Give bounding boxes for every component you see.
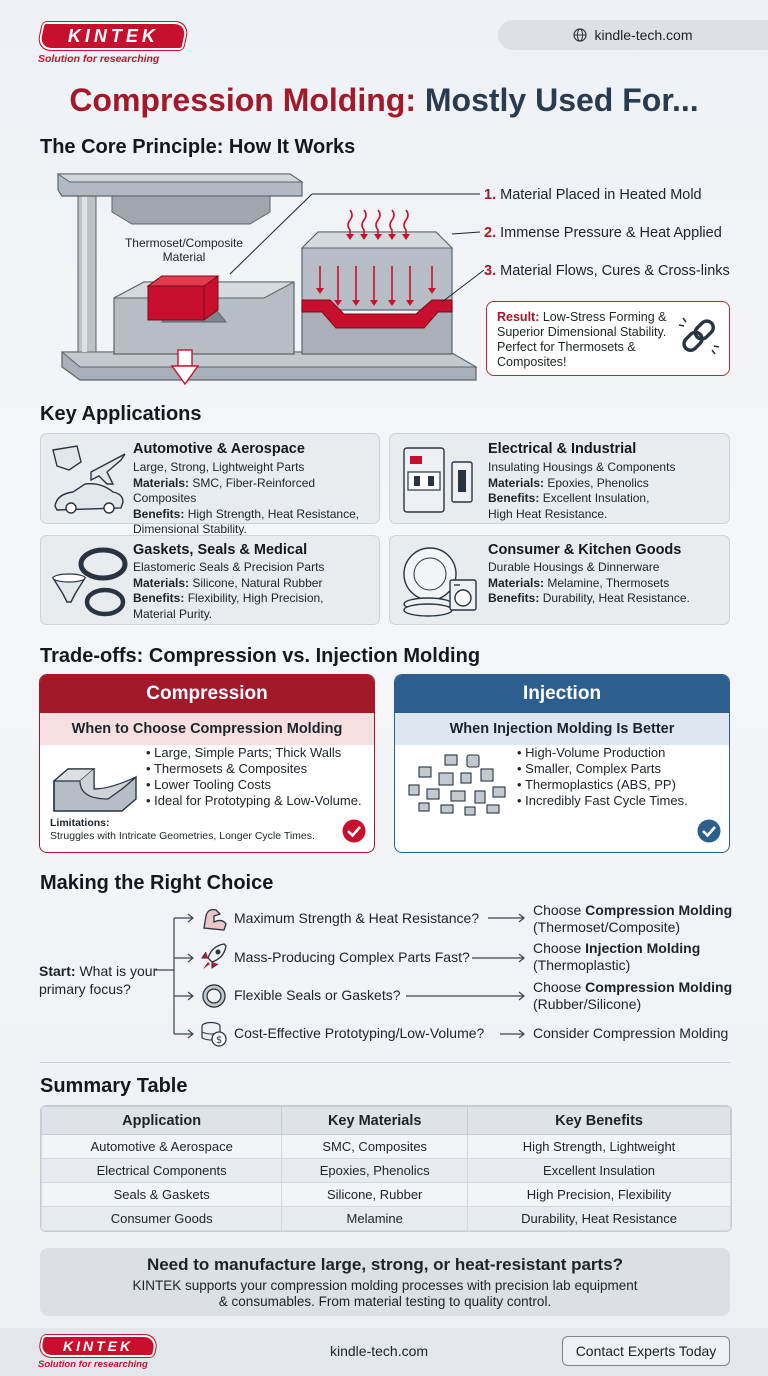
section-heading-summary: Summary Table bbox=[40, 1075, 188, 1097]
injection-title: Injection bbox=[395, 675, 729, 713]
dinnerware-icon bbox=[403, 547, 477, 617]
card-gaskets: Gaskets, Seals & Medical Elastomeric Sea… bbox=[40, 535, 380, 625]
gasket-ring-icon bbox=[51, 547, 128, 617]
compression-title: Compression bbox=[40, 675, 374, 713]
result-callout: Result: Low-Stress Forming & Superior Di… bbox=[486, 301, 730, 376]
page-title: Compression Molding: Mostly Used For... bbox=[69, 82, 699, 118]
footer-logo-tagline: Solution for researching bbox=[38, 1359, 148, 1370]
injection-bullets: High-Volume Production Smaller, Complex … bbox=[517, 745, 688, 809]
choice-question-1: Maximum Strength & Heat Resistance? bbox=[234, 910, 480, 926]
decision-tree-lines bbox=[154, 913, 525, 1039]
card-automotive: Automotive & Aerospace Large, Strong, Li… bbox=[40, 433, 380, 536]
cta-banner: Need to manufacture large, strong, or he… bbox=[40, 1248, 730, 1316]
step-1: 1. Material Placed in Heated Mold bbox=[484, 187, 702, 203]
card-electrical: Electrical & Industrial Insulating Housi… bbox=[389, 433, 730, 524]
compression-subtitle: When to Choose Compression Molding bbox=[40, 713, 374, 745]
card-consumer: Consumer & Kitchen Goods Durable Housing… bbox=[389, 535, 730, 625]
contact-experts-button[interactable]: Contact Experts Today bbox=[562, 1336, 730, 1366]
car-plane-icon bbox=[52, 445, 126, 514]
gasket-icon bbox=[202, 984, 226, 1008]
check-circle-icon bbox=[342, 819, 366, 843]
column-header: Key Materials bbox=[281, 1106, 469, 1135]
footer-kintek-logo[interactable]: KINTEK bbox=[37, 1335, 159, 1357]
mold-diagram bbox=[56, 173, 485, 386]
choice-answer-2: Choose Injection Molding (Thermoplastic) bbox=[533, 940, 701, 973]
site-link[interactable]: kindle-tech.com bbox=[498, 20, 768, 50]
choice-answer-4: Consider Compression Molding bbox=[533, 1025, 729, 1041]
injection-panel: Injection When Injection Molding Is Bett… bbox=[394, 674, 730, 853]
compression-limitations: Limitations: Struggles with Intricate Ge… bbox=[50, 817, 315, 842]
choice-question-4: Cost-Effective Prototyping/Low-Volume? bbox=[234, 1025, 485, 1041]
check-circle-icon bbox=[697, 819, 721, 843]
section-heading-choice: Making the Right Choice bbox=[40, 872, 274, 894]
section-heading-applications: Key Applications bbox=[40, 403, 202, 425]
svg-text:$: $ bbox=[216, 1035, 222, 1046]
choice-question-3: Flexible Seals or Gaskets? bbox=[234, 987, 401, 1003]
footer-site-link[interactable]: kindle-tech.com bbox=[330, 1343, 429, 1359]
kintek-logo[interactable]: KINTEK bbox=[37, 22, 189, 50]
coins-icon: $ bbox=[201, 1021, 227, 1047]
injection-subtitle: When Injection Molding Is Better bbox=[395, 713, 729, 745]
divider bbox=[40, 1062, 730, 1063]
choice-answer-3: Choose Compression Molding (Rubber/Silic… bbox=[533, 979, 733, 1012]
chain-link-icon bbox=[678, 317, 720, 355]
choice-question-2: Mass-Producing Complex Parts Fast? bbox=[234, 949, 470, 965]
small-parts-icon bbox=[408, 754, 506, 816]
cta-title: Need to manufacture large, strong, or he… bbox=[146, 1255, 624, 1274]
summary-table: Application Key Materials Key Benefits A… bbox=[41, 1106, 731, 1231]
material-label: Thermoset/Composite Material bbox=[124, 236, 244, 264]
section-heading-tradeoffs: Trade-offs: Compression vs. Injection Mo… bbox=[40, 645, 481, 667]
step-3: 3. Material Flows, Cures & Cross-links bbox=[484, 263, 730, 279]
choice-answer-1: Choose Compression Molding (Thermoset/Co… bbox=[533, 902, 733, 935]
summary-table-wrap: Application Key Materials Key Benefits A… bbox=[40, 1105, 732, 1232]
compression-panel: Compression When to Choose Compression M… bbox=[39, 674, 375, 853]
cta-text: KINTEK supports your compression molding… bbox=[132, 1278, 638, 1309]
globe-icon bbox=[573, 28, 588, 42]
column-header: Application bbox=[41, 1106, 283, 1135]
rocket-icon bbox=[201, 943, 227, 969]
step-2: 2. Immense Pressure & Heat Applied bbox=[484, 225, 722, 241]
column-header: Key Benefits bbox=[467, 1106, 731, 1135]
decision-start: Start: What is your primary focus? bbox=[39, 963, 158, 997]
section-heading-principle: The Core Principle: How It Works bbox=[40, 136, 356, 158]
flexed-arm-icon bbox=[203, 908, 227, 931]
compression-bullets: Large, Simple Parts; Thick Walls Thermos… bbox=[146, 745, 362, 809]
circuit-breaker-icon bbox=[403, 447, 473, 513]
logo-tagline: Solution for researching bbox=[38, 53, 160, 65]
thick-part-icon bbox=[52, 768, 137, 812]
